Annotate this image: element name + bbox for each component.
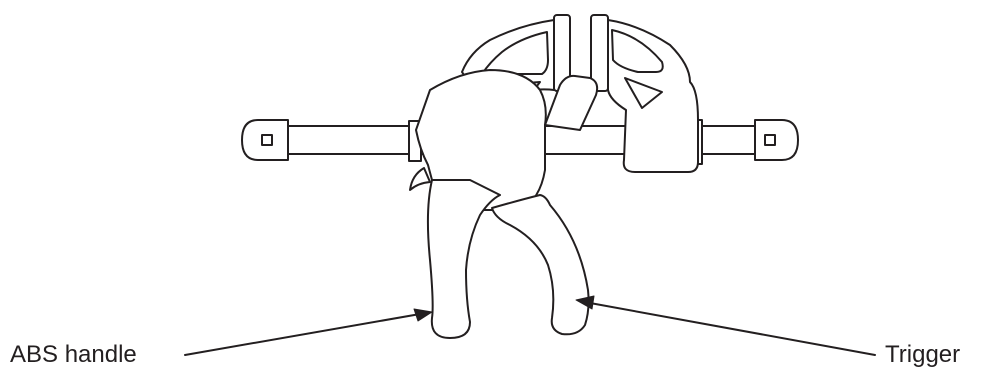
release-lever [409, 167, 431, 191]
body-neck [544, 74, 599, 131]
sliding-jaw-rib [624, 77, 663, 109]
sliding-jaw-window [611, 29, 664, 73]
fixed-jaw-window [481, 31, 549, 75]
abs-handle-arrowhead [413, 308, 433, 322]
trigger [491, 194, 590, 336]
clamp-body [415, 69, 599, 211]
left-end-stop-hole [261, 134, 273, 146]
right-end-stop-hole [764, 134, 776, 146]
abs-handle [426, 179, 501, 339]
left-end-stop [241, 119, 289, 161]
abs-handle-leader-line [184, 313, 421, 356]
abs-handle-label: ABS handle [10, 341, 137, 368]
right-end-stop [754, 119, 799, 161]
trigger-leader-line [589, 302, 876, 356]
sliding-jaw [607, 19, 699, 173]
trigger-label: Trigger [885, 341, 961, 368]
trigger-arrowhead [575, 295, 595, 310]
